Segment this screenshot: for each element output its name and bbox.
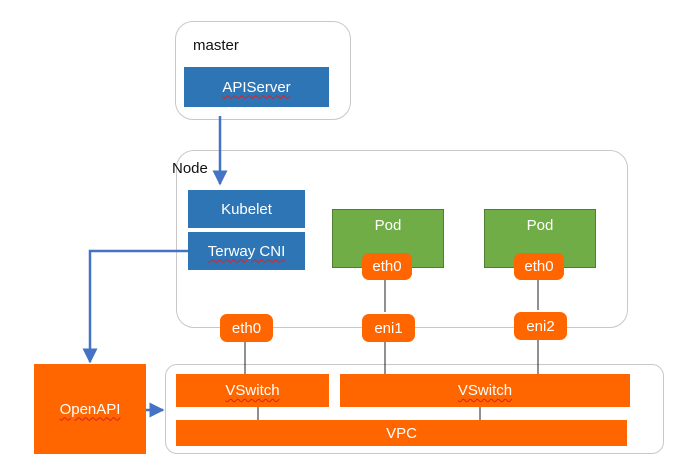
terway-cni-label: Terway CNI (207, 242, 286, 260)
pod-2-label: Pod (526, 217, 554, 234)
vswitch-1: VSwitch (176, 374, 329, 407)
master-frame (175, 21, 351, 120)
pod-2-eth0: eth0 (514, 253, 564, 280)
node-eth0-label: eth0 (231, 319, 262, 337)
node-label: Node (172, 160, 208, 177)
eni1: eni1 (362, 314, 415, 342)
apiserver-box: APIServer (184, 67, 329, 107)
vswitch-2-label: VSwitch (457, 382, 513, 399)
kubelet-box: Kubelet (188, 190, 305, 228)
node-eth0: eth0 (220, 314, 273, 342)
pod-box-1: Pod (332, 209, 444, 268)
pod-1-label: Pod (374, 217, 402, 234)
eni1-label: eni1 (374, 319, 403, 337)
vswitch-1-label: VSwitch (225, 382, 280, 399)
pod-1-eth0-label: eth0 (372, 258, 402, 275)
master-label: master (193, 37, 239, 54)
vpc-bar: VPC (176, 420, 627, 446)
vpc-label: VPC (386, 424, 417, 442)
openapi-label: OpenAPI (59, 400, 121, 418)
pod-2-eth0-label: eth0 (524, 258, 554, 275)
eni2-label: eni2 (526, 317, 555, 335)
terway-cni-box: Terway CNI (188, 232, 305, 270)
apiserver-label: APIServer (222, 78, 291, 96)
pod-1-eth0: eth0 (362, 253, 412, 280)
vpc-frame (165, 364, 664, 454)
eni2: eni2 (514, 312, 567, 340)
kubelet-label: Kubelet (221, 200, 272, 218)
vswitch-2: VSwitch (340, 374, 630, 407)
openapi-box: OpenAPI (34, 364, 146, 454)
